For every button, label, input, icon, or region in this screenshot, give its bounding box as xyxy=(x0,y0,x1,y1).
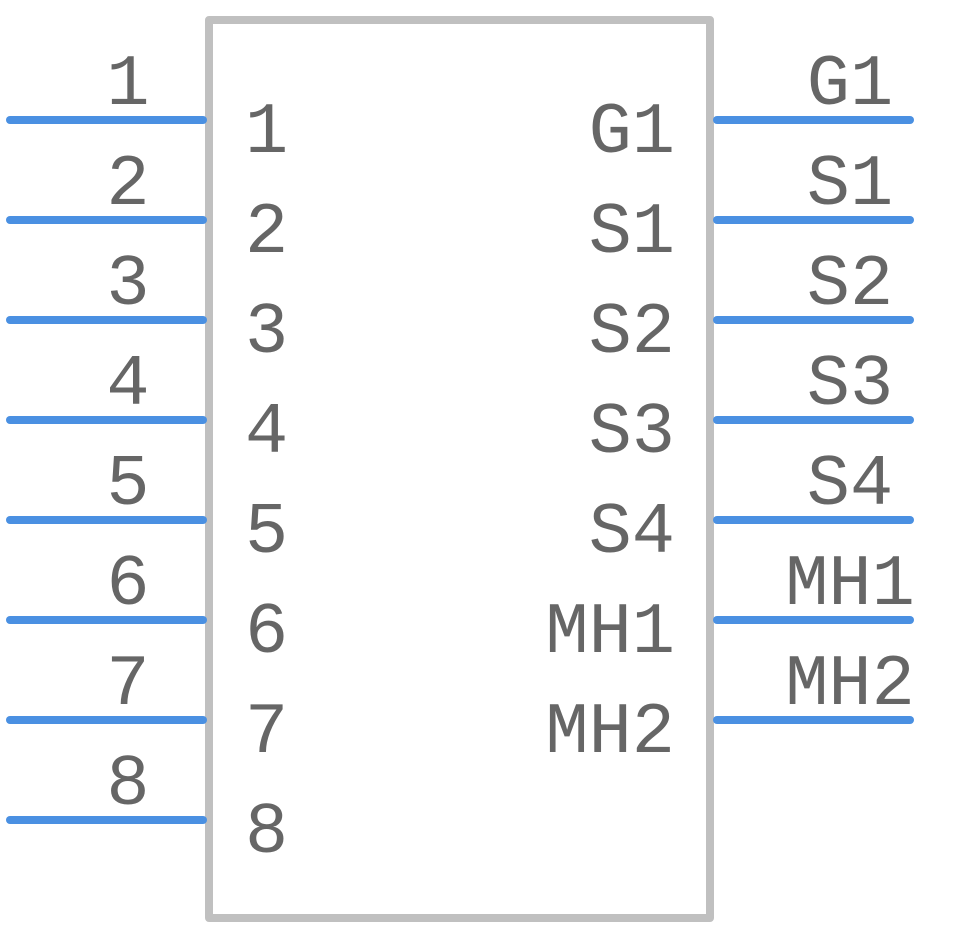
pin-number: 2 xyxy=(106,144,149,226)
pin-name: MH2 xyxy=(545,692,675,774)
pin-name: 1 xyxy=(245,92,288,174)
pin-name: 2 xyxy=(245,192,288,274)
pin-7: 77 xyxy=(6,644,288,774)
pin-number: 7 xyxy=(106,644,149,726)
pin-number: 6 xyxy=(106,544,149,626)
pin-name: 3 xyxy=(245,292,288,374)
pin-8: 88 xyxy=(6,744,288,874)
pin-6: 66 xyxy=(6,544,288,674)
pin-name: 8 xyxy=(245,792,288,874)
pin-5: 55 xyxy=(6,444,288,574)
pin-name: MH1 xyxy=(545,592,675,674)
pin-name: S4 xyxy=(589,492,675,574)
pin-1: 11 xyxy=(6,44,288,174)
pin-name: S3 xyxy=(589,392,675,474)
pin-2: 22 xyxy=(6,144,288,274)
pin-name: 7 xyxy=(245,692,288,774)
pin-name: 6 xyxy=(245,592,288,674)
pin-name: S2 xyxy=(589,292,675,374)
pin-4: 44 xyxy=(6,344,288,474)
pin-name: 4 xyxy=(245,392,288,474)
pin-number: 1 xyxy=(106,44,149,126)
pin-number: MH1 xyxy=(785,544,915,626)
pin-number: S3 xyxy=(807,344,893,426)
pin-number: 8 xyxy=(106,744,149,826)
pin-name: 5 xyxy=(245,492,288,574)
pin-name: G1 xyxy=(589,92,675,174)
pin-number: 5 xyxy=(106,444,149,526)
pin-number: 3 xyxy=(106,244,149,326)
pin-number: S4 xyxy=(807,444,893,526)
pin-3: 33 xyxy=(6,244,288,374)
pin-number: MH2 xyxy=(785,644,915,726)
pin-number: S2 xyxy=(807,244,893,326)
pin-number: G1 xyxy=(807,44,893,126)
pin-number: 4 xyxy=(106,344,149,426)
pin-number: S1 xyxy=(807,144,893,226)
component-body xyxy=(205,16,714,922)
pin-name: S1 xyxy=(589,192,675,274)
